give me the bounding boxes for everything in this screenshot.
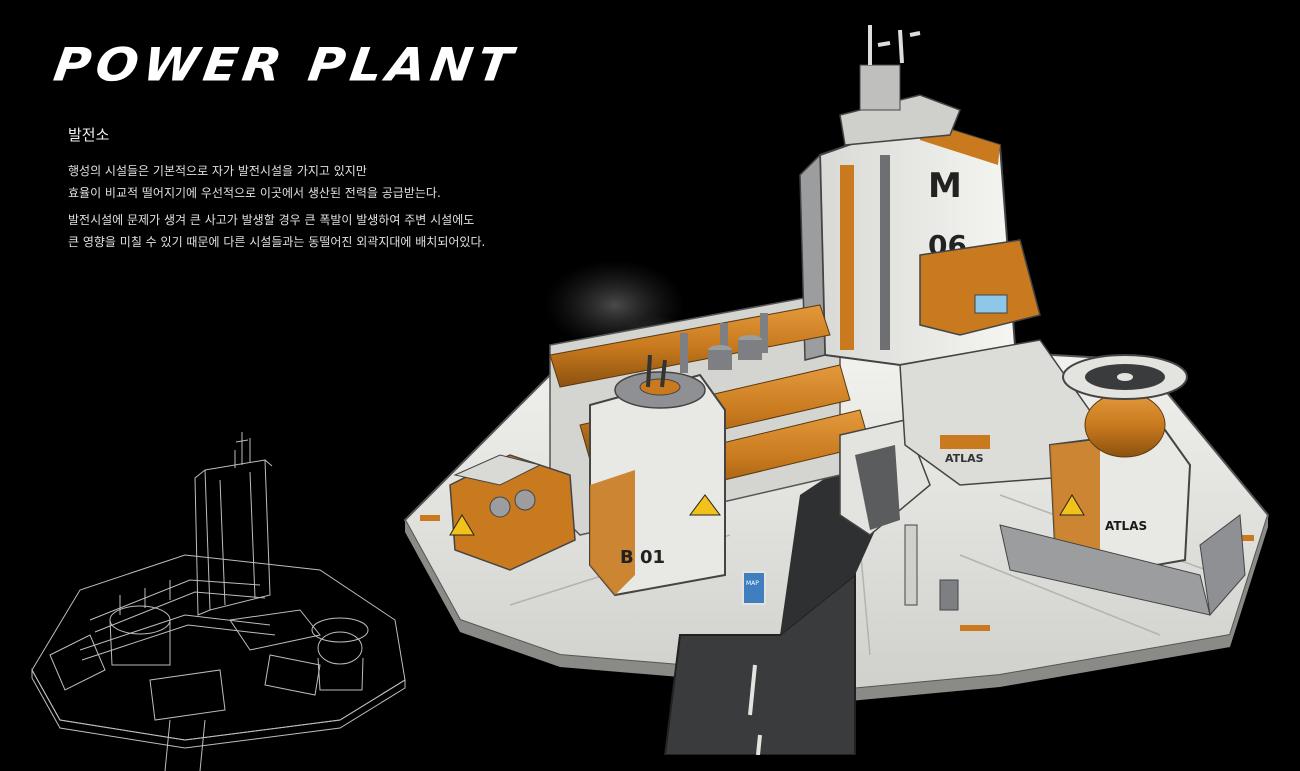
- description-paragraph-2: 발전시설에 문제가 생겨 큰 사고가 발생할 경우 큰 폭발이 발생하여 주변 …: [68, 209, 485, 253]
- power-plant-illustration: M 06 B 01 ATLAS ATLAS MAP: [403, 25, 1270, 755]
- map-sign: MAP: [746, 580, 759, 587]
- brand-label-1: ATLAS: [945, 452, 984, 465]
- description-paragraph-1: 행성의 시설들은 기본적으로 자가 발전시설을 가지고 있지만 효율이 비교적 …: [68, 160, 441, 204]
- tower-code-letter: M: [928, 166, 962, 206]
- description-line: 큰 영향을 미칠 수 있기 때문에 다른 시설들과는 동떨어진 외곽지대에 배치…: [68, 235, 486, 249]
- description-line: 효율이 비교적 떨어지기에 우선적으로 이곳에서 생산된 전력을 공급받는다.: [68, 186, 441, 200]
- description-line: 발전시설에 문제가 생겨 큰 사고가 발생할 경우 큰 폭발이 발생하여 주변 …: [68, 213, 475, 227]
- brand-label-2: ATLAS: [1105, 519, 1147, 533]
- wireframe-sketch: [31, 432, 406, 771]
- reactor-code: B 01: [620, 547, 665, 568]
- description-line: 행성의 시설들은 기본적으로 자가 발전시설을 가지고 있지만: [68, 164, 367, 178]
- page-subtitle: 발전소: [68, 126, 110, 144]
